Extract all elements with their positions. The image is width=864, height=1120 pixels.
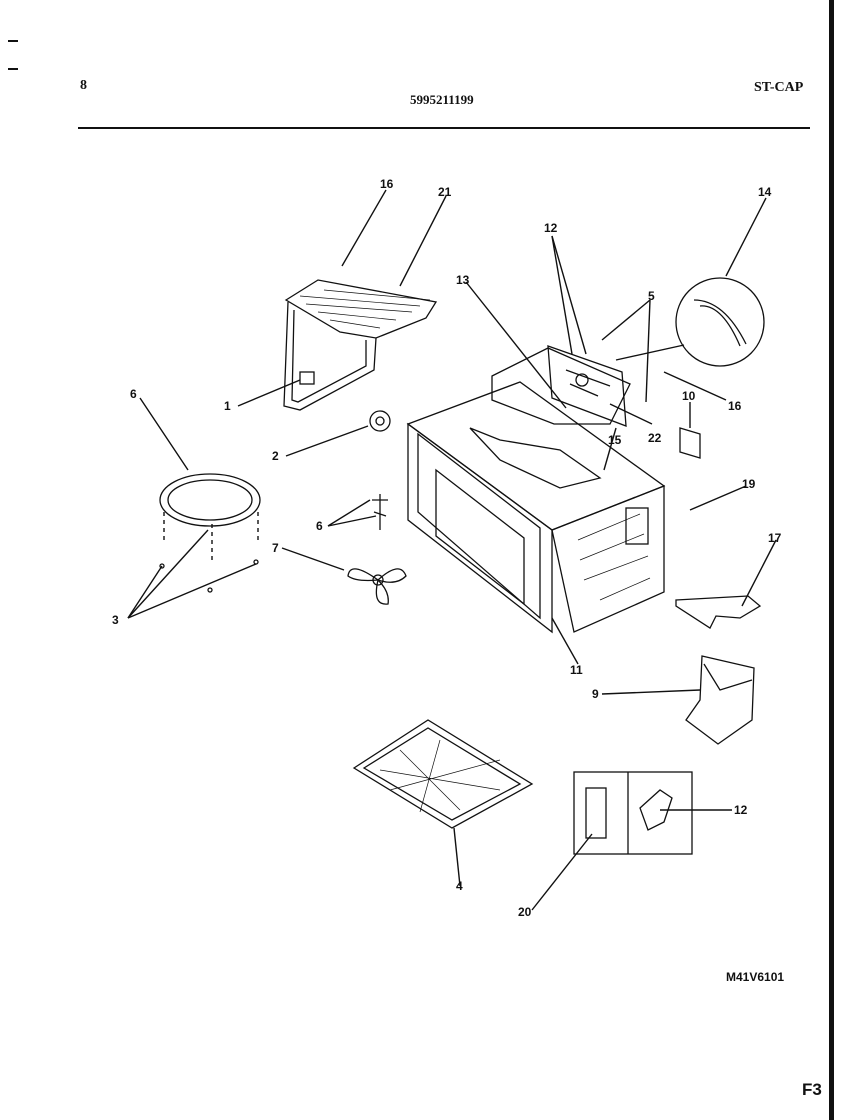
callout-11: 11 (570, 663, 583, 677)
callout-labels: 16 21 12 14 13 5 16 10 6 1 2 22 15 19 6 … (112, 177, 782, 919)
part-fan-blade (347, 568, 407, 605)
scan-mark (8, 40, 18, 42)
callout-5: 5 (648, 289, 655, 303)
sheet-id: F3 (802, 1080, 822, 1099)
callout-2: 2 (272, 449, 279, 463)
callout-19: 19 (742, 477, 756, 491)
callout-22: 22 (648, 431, 662, 445)
callout-4: 4 (456, 879, 463, 893)
part-door-latch-assembly (547, 345, 627, 427)
callout-7: 7 (272, 541, 279, 555)
part-screws (159, 559, 259, 593)
part-detail-circle (615, 277, 765, 367)
drawing-code: M41V6101 (726, 970, 785, 984)
page-number: 8 (80, 78, 87, 93)
callout-9: 9 (592, 687, 599, 701)
part-17 (675, 595, 762, 629)
model-group: ST-CAP (754, 80, 804, 95)
part-inset-box (573, 771, 693, 855)
document-number: 5995211199 (410, 92, 474, 107)
callout-17: 17 (768, 531, 782, 545)
callout-16: 16 (380, 177, 394, 191)
callout-13: 13 (456, 273, 470, 287)
part-coupling (372, 494, 388, 530)
part-cabinet (406, 347, 666, 634)
callout-20: 21 (438, 185, 452, 199)
callout-12: 12 (544, 221, 558, 235)
callout-3: 3 (112, 613, 119, 627)
part-outer-cover (283, 279, 438, 411)
callout-10: 10 (682, 389, 696, 403)
scan-mark (8, 68, 18, 70)
page-edge (829, 0, 834, 1120)
callout-6: 6 (130, 387, 137, 401)
part-turntable-ring (159, 473, 261, 560)
header-rule (78, 127, 810, 129)
callout-14: 14 (758, 185, 772, 199)
part-2 (369, 410, 391, 432)
callout-16: 16 (728, 399, 742, 413)
part-10 (679, 427, 701, 459)
callout-15: 15 (608, 433, 622, 447)
leader-lines (127, 189, 777, 911)
callout-1: 1 (224, 399, 231, 413)
part-tray (352, 719, 534, 829)
part-9 (685, 655, 755, 745)
callout-6: 6 (316, 519, 323, 533)
callout-12: 12 (734, 803, 748, 817)
callout-21: 20 (518, 905, 532, 919)
